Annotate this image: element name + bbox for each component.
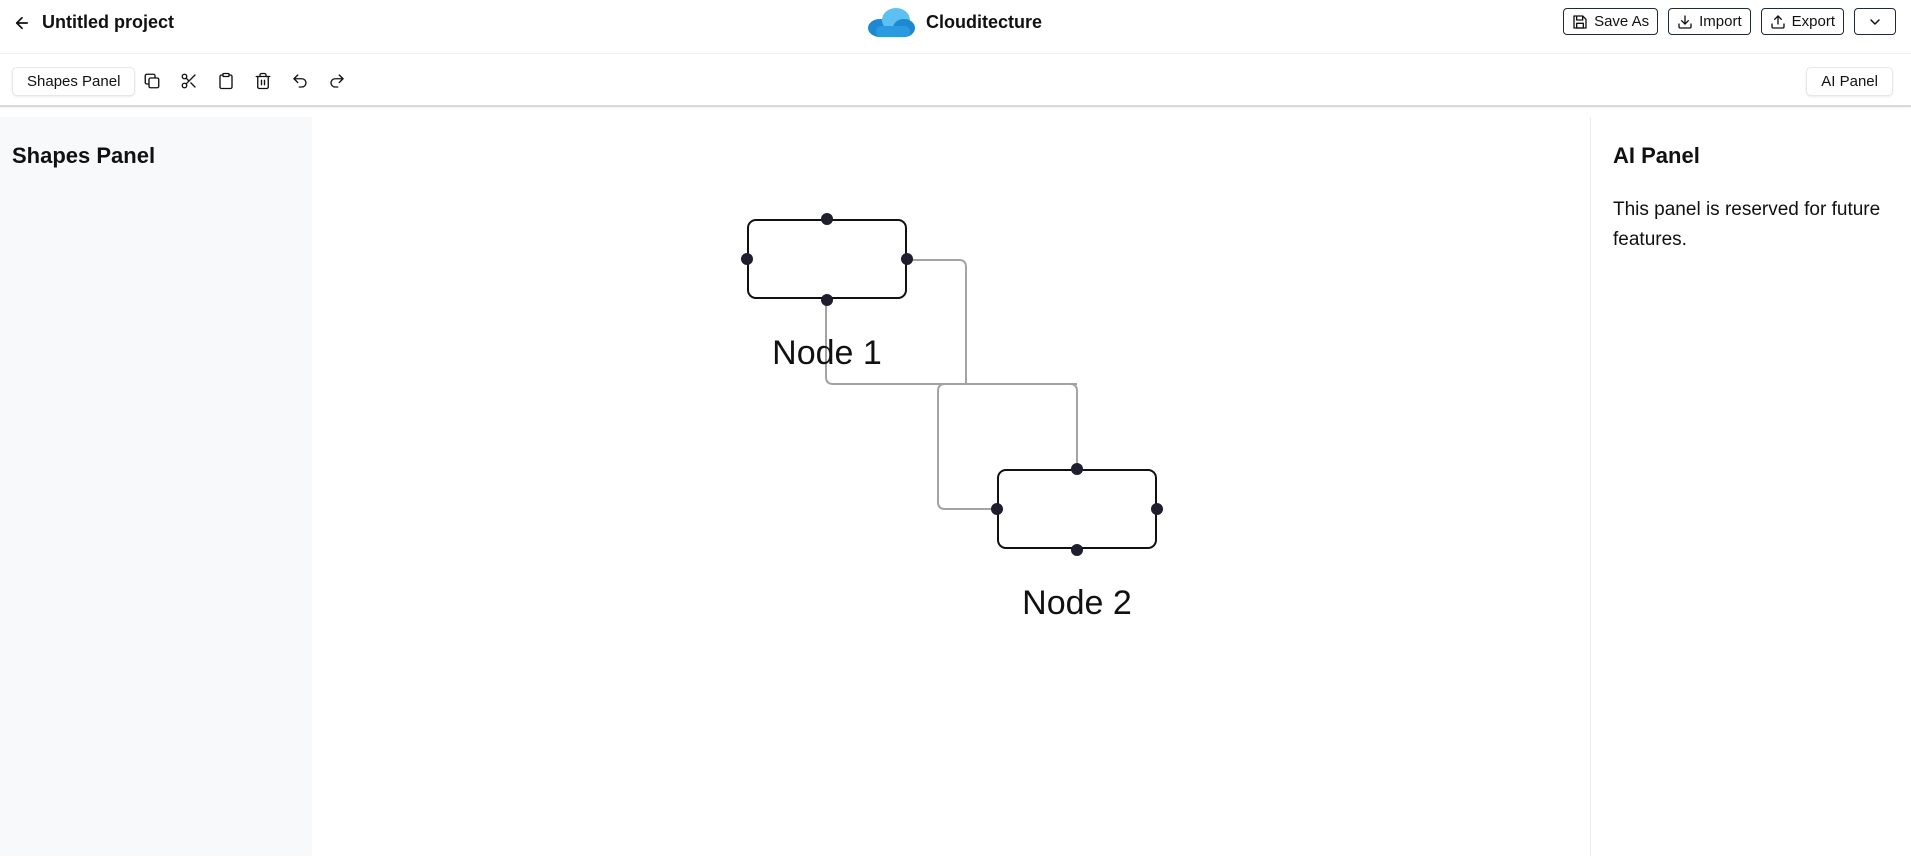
- app-header: Untitled project Clouditecture Save As I…: [0, 0, 1911, 54]
- shapes-panel-title: Shapes Panel: [12, 143, 156, 168]
- back-arrow-icon[interactable]: [10, 11, 34, 35]
- diagram-canvas[interactable]: Node 1 Node 2: [312, 109, 1590, 856]
- save-icon: [1573, 14, 1587, 29]
- node-2-handle-bottom[interactable]: [1071, 544, 1083, 556]
- brand: Clouditecture: [866, 6, 1042, 38]
- brand-name: Clouditecture: [926, 11, 1043, 32]
- node-1-handle-bottom[interactable]: [821, 294, 833, 306]
- ai-panel-toggle-button[interactable]: AI Panel: [1806, 67, 1893, 96]
- edge-to-node2-left[interactable]: [937, 383, 1077, 510]
- shapes-panel-toggle-button[interactable]: Shapes Panel: [12, 67, 136, 96]
- node-1-shape[interactable]: [747, 219, 907, 299]
- delete-icon[interactable]: [251, 69, 275, 93]
- ai-panel-title: AI Panel: [1613, 143, 1700, 168]
- node-2-handle-left[interactable]: [991, 503, 1003, 515]
- edge-node1-bottom-to-node2-top[interactable]: [825, 293, 1078, 469]
- node-2-handle-top[interactable]: [1071, 463, 1083, 475]
- shapes-panel: Shapes Panel: [0, 117, 312, 856]
- export-label: Export: [1791, 13, 1835, 30]
- edge-node1-right-to-node2-top[interactable]: [908, 259, 967, 385]
- node-2-label: Node 2: [1022, 584, 1132, 622]
- project-title[interactable]: Untitled project: [42, 12, 175, 32]
- node-2-shape[interactable]: [997, 469, 1157, 549]
- cut-icon[interactable]: [177, 69, 201, 93]
- undo-icon[interactable]: [288, 69, 312, 93]
- import-button[interactable]: Import: [1668, 8, 1751, 35]
- node-1-handle-left[interactable]: [741, 253, 753, 265]
- more-menu-button[interactable]: [1854, 8, 1896, 35]
- node-2-handle-right[interactable]: [1151, 503, 1163, 515]
- paste-icon[interactable]: [214, 69, 238, 93]
- import-label: Import: [1699, 13, 1742, 30]
- diagram-svg[interactable]: Node 1 Node 2: [312, 109, 1590, 856]
- redo-icon[interactable]: [325, 69, 349, 93]
- save-as-button[interactable]: Save As: [1563, 8, 1659, 35]
- ai-panel: AI Panel This panel is reserved for futu…: [1590, 117, 1911, 856]
- save-as-label: Save As: [1594, 13, 1650, 30]
- chevron-down-icon: [1870, 18, 1880, 25]
- ai-panel-description: This panel is reserved for future featur…: [1613, 199, 1881, 250]
- toolbar: Shapes Panel AI Panel: [0, 55, 1911, 107]
- upload-icon: [1770, 14, 1785, 29]
- node-1-handle-top[interactable]: [821, 213, 833, 225]
- cloud-logo-icon: [868, 8, 915, 37]
- export-button[interactable]: Export: [1760, 8, 1844, 35]
- node-1[interactable]: Node 1: [741, 213, 913, 372]
- download-icon: [1678, 14, 1692, 29]
- copy-icon[interactable]: [140, 69, 164, 93]
- node-1-handle-right[interactable]: [901, 253, 913, 265]
- node-1-label: Node 1: [772, 334, 882, 372]
- node-2[interactable]: Node 2: [991, 463, 1163, 622]
